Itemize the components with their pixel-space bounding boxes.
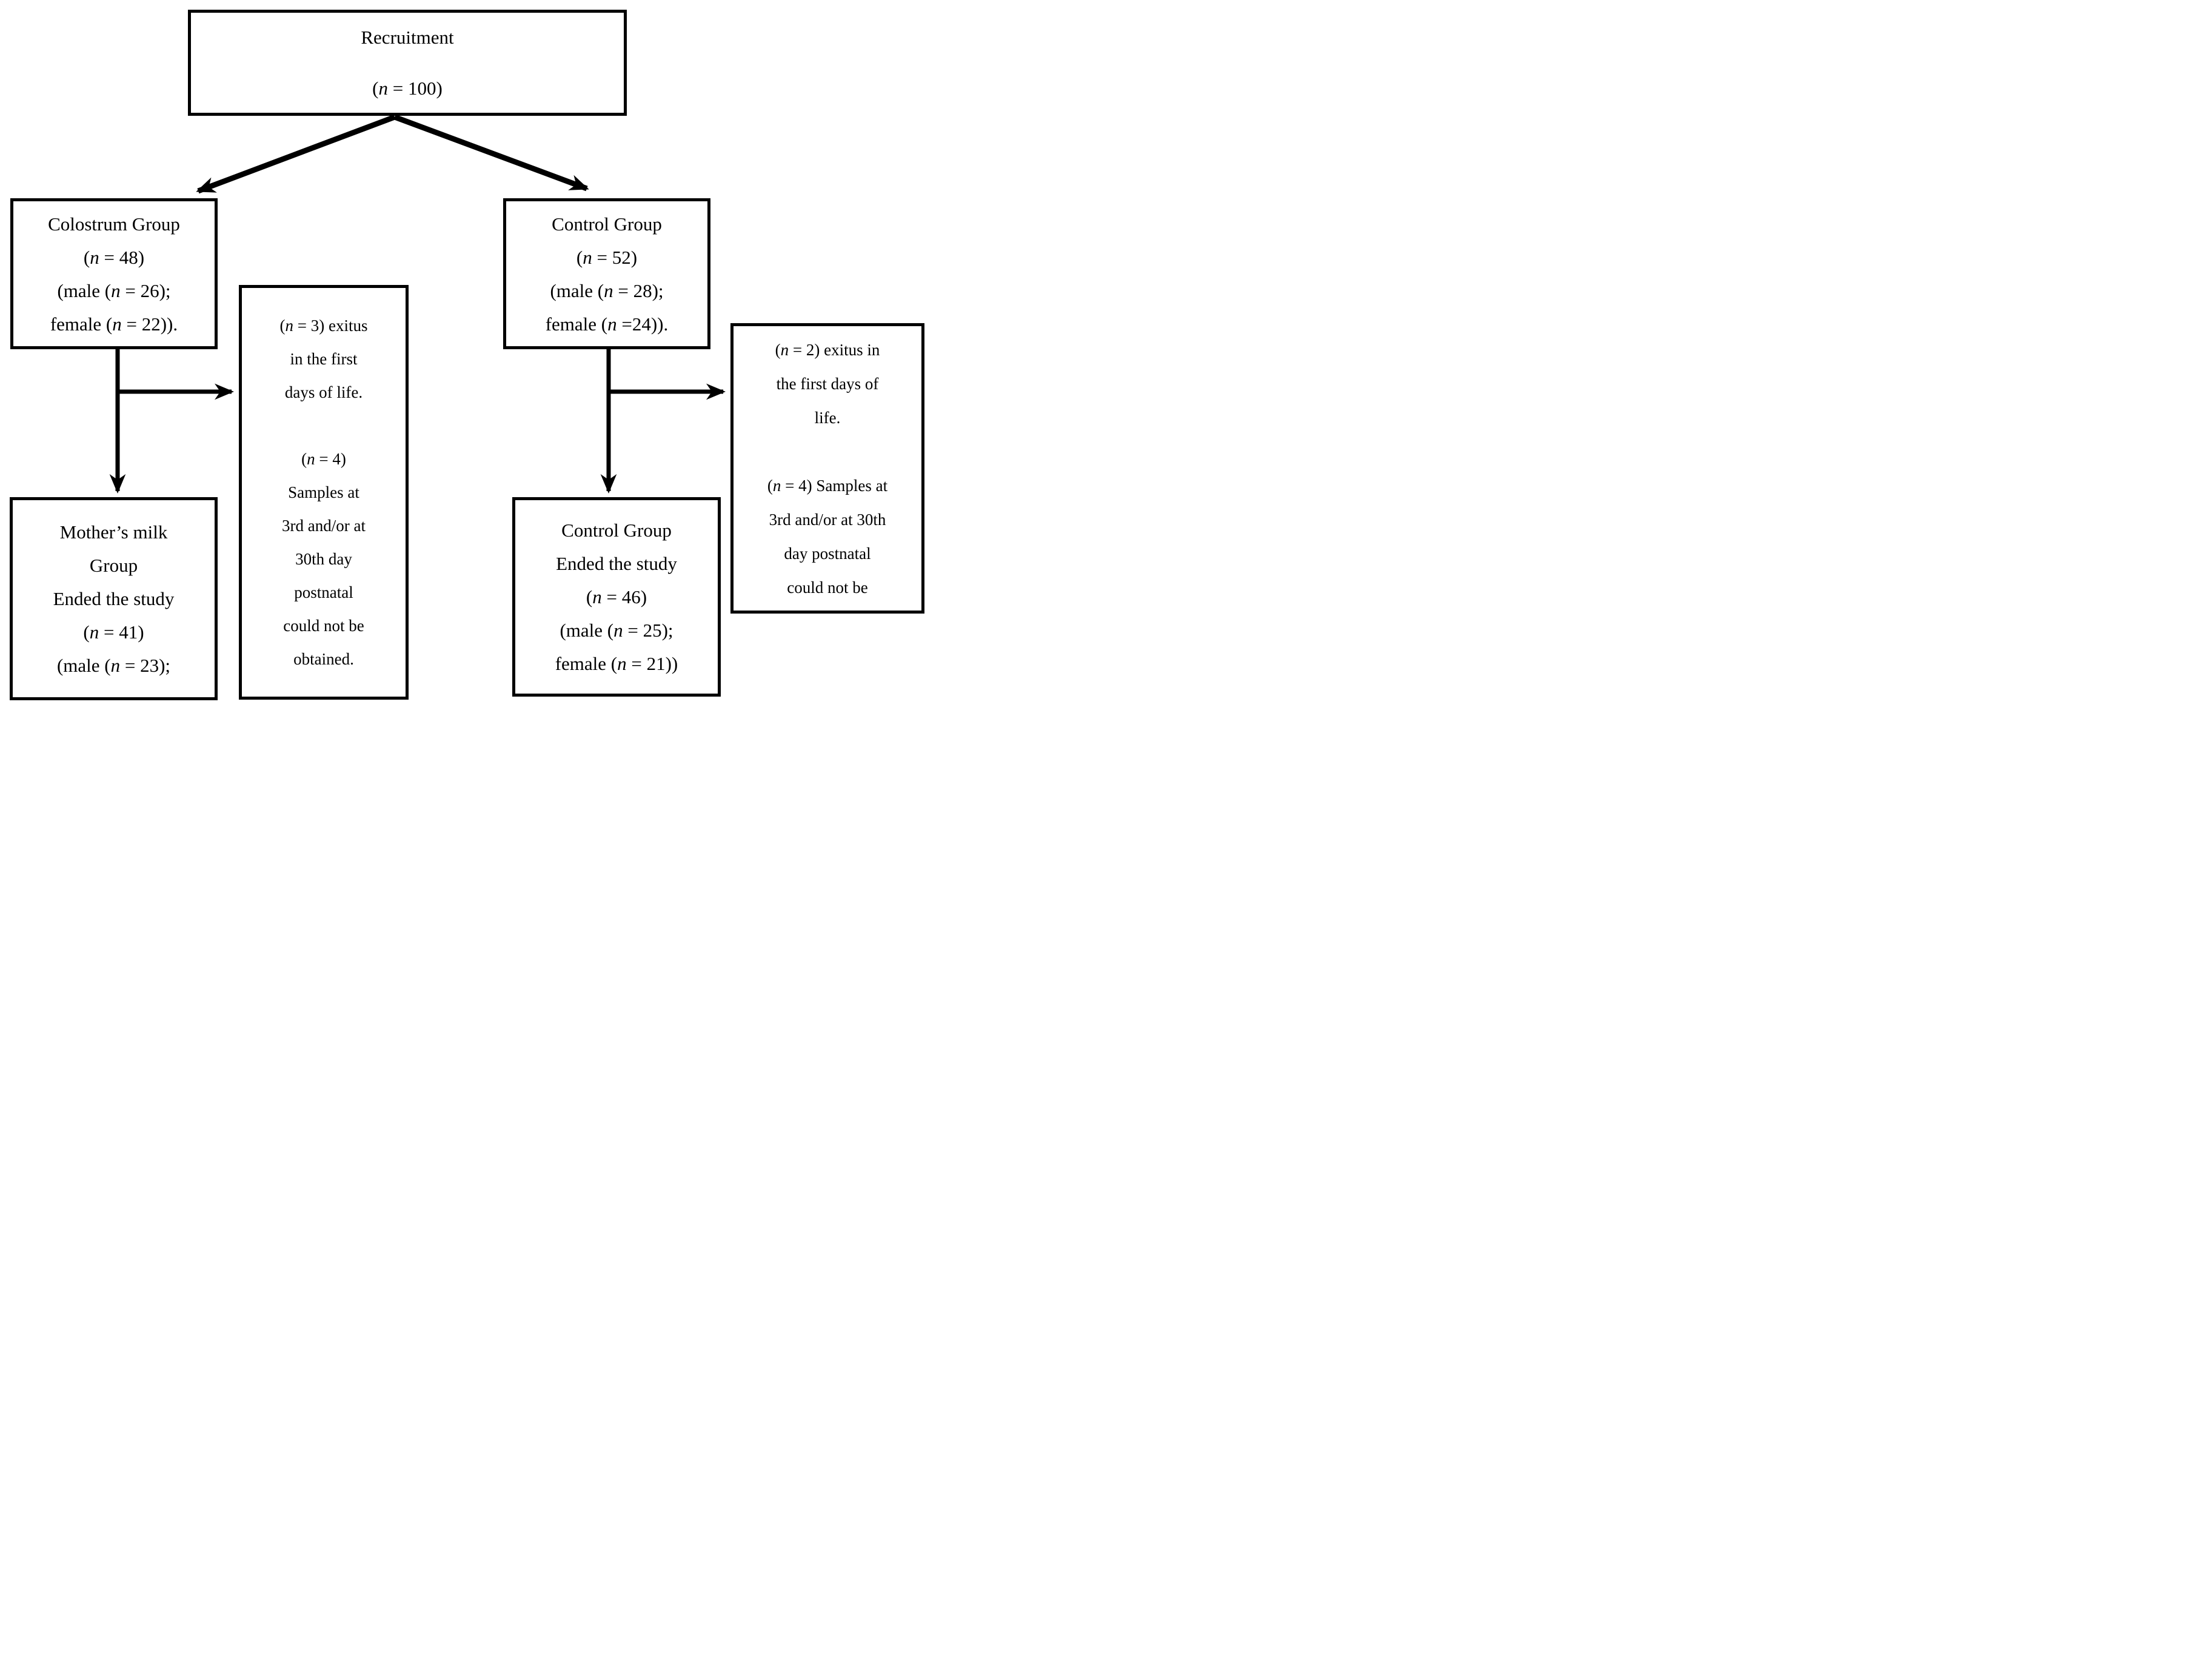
arrow-recruitment-to-control bbox=[393, 114, 589, 192]
text-line: (n = 41) bbox=[83, 621, 144, 643]
colostrum-group-box: Colostrum Group (n = 48) (male (n = 26); fe… bbox=[10, 198, 218, 349]
text-line: Recruitment bbox=[361, 26, 454, 48]
text-line: 3rd and/or at 30th bbox=[769, 510, 886, 529]
text-line: female (n = 22)). bbox=[50, 313, 178, 335]
text-line: (n = 3) exitus bbox=[279, 316, 368, 335]
text-line: Ended the study bbox=[556, 553, 677, 574]
connector-arrows bbox=[109, 114, 726, 494]
text-line: Colostrum Group bbox=[48, 213, 180, 235]
text-line: (male (n = 25); bbox=[560, 620, 673, 641]
text-line: (male (n = 26); bbox=[57, 279, 171, 301]
text-line: 3rd and/or at bbox=[282, 516, 366, 535]
text-line: (n = 46) bbox=[586, 586, 647, 607]
text-line: (n = 4) Samples at bbox=[767, 476, 888, 495]
text-line: obtained. bbox=[293, 649, 354, 668]
text-line: could not be bbox=[283, 616, 364, 635]
text-line: Mother’s milk bbox=[59, 521, 168, 543]
text-line: Group bbox=[89, 555, 138, 576]
text-line bbox=[826, 435, 830, 469]
text-line: could not be bbox=[787, 578, 868, 597]
flow-diagram: Recruitment (n = 100) Colostrum Group (n =… bbox=[0, 0, 928, 706]
text-line: female (n = 21)) bbox=[555, 653, 678, 674]
text-line: (n = 4) bbox=[301, 449, 346, 468]
text-line: Samples at bbox=[288, 483, 359, 501]
text-line: postnatal bbox=[294, 583, 353, 601]
control-group-box: Control Group (n = 52) (male (n = 28); fema… bbox=[503, 198, 710, 349]
text-line: Control Group bbox=[552, 213, 662, 235]
text-line: in the first bbox=[290, 349, 358, 368]
text-line: (male (n = 23); bbox=[56, 655, 171, 676]
text-line: Ended the study bbox=[53, 588, 175, 609]
text-line: day postnatal bbox=[784, 544, 871, 563]
arrow-recruitment-to-colostrum bbox=[196, 114, 396, 194]
text-line: Control Group bbox=[561, 520, 672, 541]
text-line bbox=[322, 409, 326, 443]
text-line: (n = 52) bbox=[576, 246, 638, 268]
text-line: the first days of bbox=[776, 374, 879, 393]
text-line: (n = 2) exitus in bbox=[775, 340, 880, 359]
recruitment-box: Recruitment (n = 100) bbox=[188, 10, 627, 116]
text-line: life. bbox=[814, 408, 841, 427]
text-line: (n = 48) bbox=[83, 246, 145, 268]
text-line: (male (n = 28); bbox=[550, 279, 664, 301]
text-line: (n = 100) bbox=[372, 77, 443, 99]
text-line: female (n =24)). bbox=[545, 313, 669, 335]
text-line: 30th day bbox=[295, 549, 352, 568]
text-line: days of life. bbox=[284, 383, 363, 401]
